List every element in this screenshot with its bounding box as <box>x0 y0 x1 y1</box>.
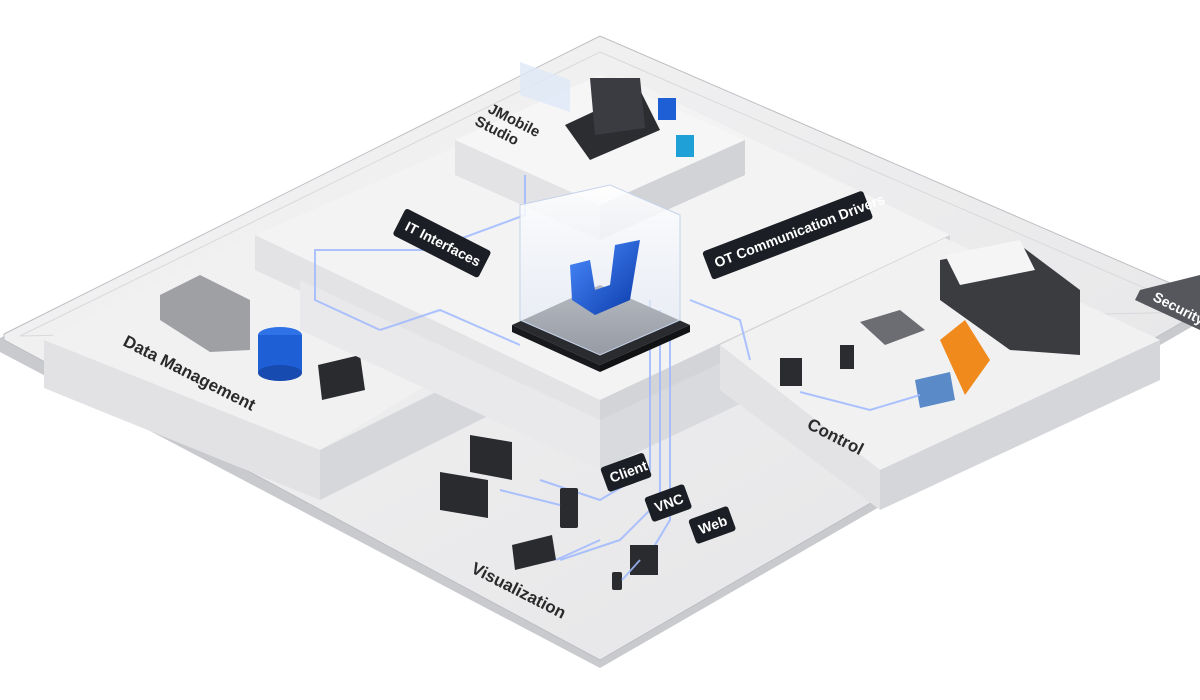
dashboard-icon <box>676 135 694 157</box>
tablet-icon <box>560 488 578 528</box>
panel-icon <box>470 435 512 480</box>
data-management-block: Data Management <box>44 230 500 500</box>
laptop-icon <box>512 535 556 570</box>
factory-icon <box>160 275 250 352</box>
runtime-core <box>512 184 690 372</box>
logo-icon <box>570 240 640 315</box>
robot-arm-icon <box>940 320 990 395</box>
plc-icon <box>860 310 925 345</box>
visualization-devices <box>440 435 658 590</box>
phone-icon <box>612 572 622 590</box>
web-tag[interactable]: Web <box>688 506 736 545</box>
controller-icon <box>780 358 802 386</box>
app-icon <box>658 98 676 120</box>
hmi-icon <box>630 545 658 575</box>
vnc-tag[interactable]: VNC <box>644 484 692 523</box>
jmobile-studio-block[interactable]: JMobile Studio <box>455 62 745 240</box>
control-block: Control <box>720 238 1160 510</box>
monitor-icon <box>318 355 365 400</box>
monitor-icon <box>440 472 488 518</box>
